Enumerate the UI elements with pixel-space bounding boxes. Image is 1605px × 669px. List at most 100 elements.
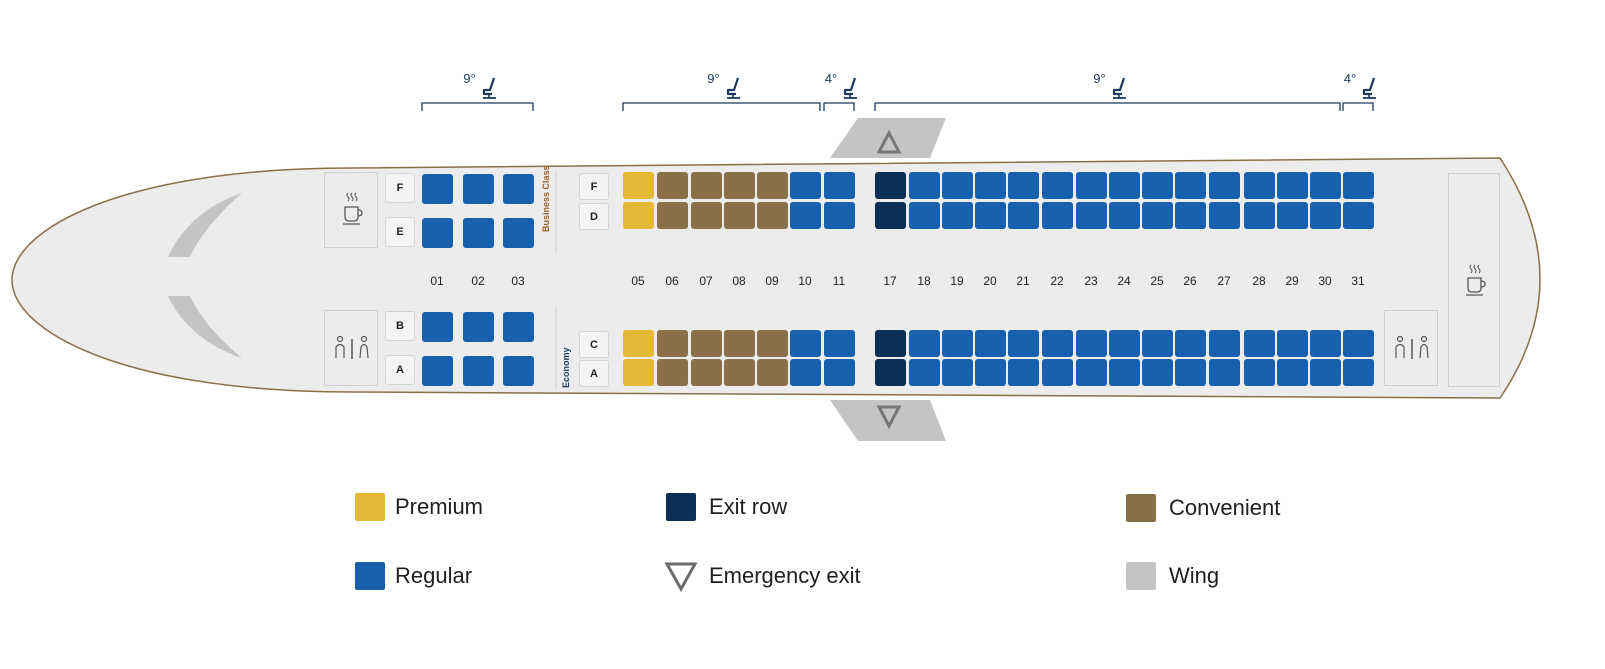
seat-19F[interactable]: [941, 172, 973, 199]
seat-28C[interactable]: [1243, 330, 1275, 357]
seat-02B[interactable]: [462, 312, 494, 342]
seat-02F[interactable]: [462, 174, 494, 204]
seat-18C[interactable]: [908, 330, 940, 357]
seat-27F[interactable]: [1208, 172, 1240, 199]
seat-26F[interactable]: [1174, 172, 1206, 199]
seat-27A[interactable]: [1208, 359, 1240, 386]
seat-09D[interactable]: [756, 202, 788, 229]
seat-30F[interactable]: [1309, 172, 1341, 199]
seat-09C[interactable]: [756, 330, 788, 357]
seat-20C[interactable]: [974, 330, 1006, 357]
seat-29C[interactable]: [1276, 330, 1308, 357]
seat-25D[interactable]: [1141, 202, 1173, 229]
seat-17F[interactable]: [874, 172, 906, 199]
seat-21A[interactable]: [1007, 359, 1039, 386]
seat-11C[interactable]: [823, 330, 855, 357]
seat-02E[interactable]: [462, 218, 494, 248]
seat-05D[interactable]: [622, 202, 654, 229]
seat-19A[interactable]: [941, 359, 973, 386]
seat-06C[interactable]: [656, 330, 688, 357]
seat-02A[interactable]: [462, 356, 494, 386]
seat-01A[interactable]: [421, 356, 453, 386]
seat-01B[interactable]: [421, 312, 453, 342]
seat-18F[interactable]: [908, 172, 940, 199]
seat-19D[interactable]: [941, 202, 973, 229]
seat-23F[interactable]: [1075, 172, 1107, 199]
seat-25A[interactable]: [1141, 359, 1173, 386]
seat-17C[interactable]: [874, 330, 906, 357]
seat-30D[interactable]: [1309, 202, 1341, 229]
seat-06D[interactable]: [656, 202, 688, 229]
seat-22C[interactable]: [1041, 330, 1073, 357]
seat-22F[interactable]: [1041, 172, 1073, 199]
seat-07A[interactable]: [690, 359, 722, 386]
seat-31C[interactable]: [1342, 330, 1374, 357]
seat-27D[interactable]: [1208, 202, 1240, 229]
seat-22A[interactable]: [1041, 359, 1073, 386]
seat-31F[interactable]: [1342, 172, 1374, 199]
seat-20D[interactable]: [974, 202, 1006, 229]
seat-05C[interactable]: [622, 330, 654, 357]
seat-03F[interactable]: [502, 174, 534, 204]
seat-27C[interactable]: [1208, 330, 1240, 357]
seat-18D[interactable]: [908, 202, 940, 229]
seat-29F[interactable]: [1276, 172, 1308, 199]
seat-29D[interactable]: [1276, 202, 1308, 229]
seat-11F[interactable]: [823, 172, 855, 199]
seat-24F[interactable]: [1108, 172, 1140, 199]
seat-21F[interactable]: [1007, 172, 1039, 199]
seat-25F[interactable]: [1141, 172, 1173, 199]
seat-17D[interactable]: [874, 202, 906, 229]
seat-08C[interactable]: [723, 330, 755, 357]
seat-28A[interactable]: [1243, 359, 1275, 386]
seat-30C[interactable]: [1309, 330, 1341, 357]
seat-10D[interactable]: [789, 202, 821, 229]
seat-11A[interactable]: [823, 359, 855, 386]
seat-08F[interactable]: [723, 172, 755, 199]
seat-20F[interactable]: [974, 172, 1006, 199]
seat-24C[interactable]: [1108, 330, 1140, 357]
seat-18A[interactable]: [908, 359, 940, 386]
seat-24A[interactable]: [1108, 359, 1140, 386]
seat-08A[interactable]: [723, 359, 755, 386]
seat-31D[interactable]: [1342, 202, 1374, 229]
seat-06F[interactable]: [656, 172, 688, 199]
seat-06A[interactable]: [656, 359, 688, 386]
seat-07F[interactable]: [690, 172, 722, 199]
seat-31A[interactable]: [1342, 359, 1374, 386]
seat-23D[interactable]: [1075, 202, 1107, 229]
seat-07C[interactable]: [690, 330, 722, 357]
seat-03B[interactable]: [502, 312, 534, 342]
seat-23C[interactable]: [1075, 330, 1107, 357]
seat-11D[interactable]: [823, 202, 855, 229]
seat-20A[interactable]: [974, 359, 1006, 386]
seat-26C[interactable]: [1174, 330, 1206, 357]
seat-28F[interactable]: [1243, 172, 1275, 199]
seat-10A[interactable]: [789, 359, 821, 386]
seat-26A[interactable]: [1174, 359, 1206, 386]
seat-19C[interactable]: [941, 330, 973, 357]
seat-10F[interactable]: [789, 172, 821, 199]
seat-05A[interactable]: [622, 359, 654, 386]
seat-10C[interactable]: [789, 330, 821, 357]
seat-22D[interactable]: [1041, 202, 1073, 229]
seat-03E[interactable]: [502, 218, 534, 248]
seat-17A[interactable]: [874, 359, 906, 386]
seat-01E[interactable]: [421, 218, 453, 248]
seat-01F[interactable]: [421, 174, 453, 204]
seat-09F[interactable]: [756, 172, 788, 199]
seat-29A[interactable]: [1276, 359, 1308, 386]
seat-24D[interactable]: [1108, 202, 1140, 229]
seat-28D[interactable]: [1243, 202, 1275, 229]
seat-21C[interactable]: [1007, 330, 1039, 357]
seat-23A[interactable]: [1075, 359, 1107, 386]
seat-07D[interactable]: [690, 202, 722, 229]
seat-08D[interactable]: [723, 202, 755, 229]
seat-03A[interactable]: [502, 356, 534, 386]
seat-25C[interactable]: [1141, 330, 1173, 357]
seat-05F[interactable]: [622, 172, 654, 199]
seat-26D[interactable]: [1174, 202, 1206, 229]
seat-09A[interactable]: [756, 359, 788, 386]
seat-30A[interactable]: [1309, 359, 1341, 386]
seat-21D[interactable]: [1007, 202, 1039, 229]
